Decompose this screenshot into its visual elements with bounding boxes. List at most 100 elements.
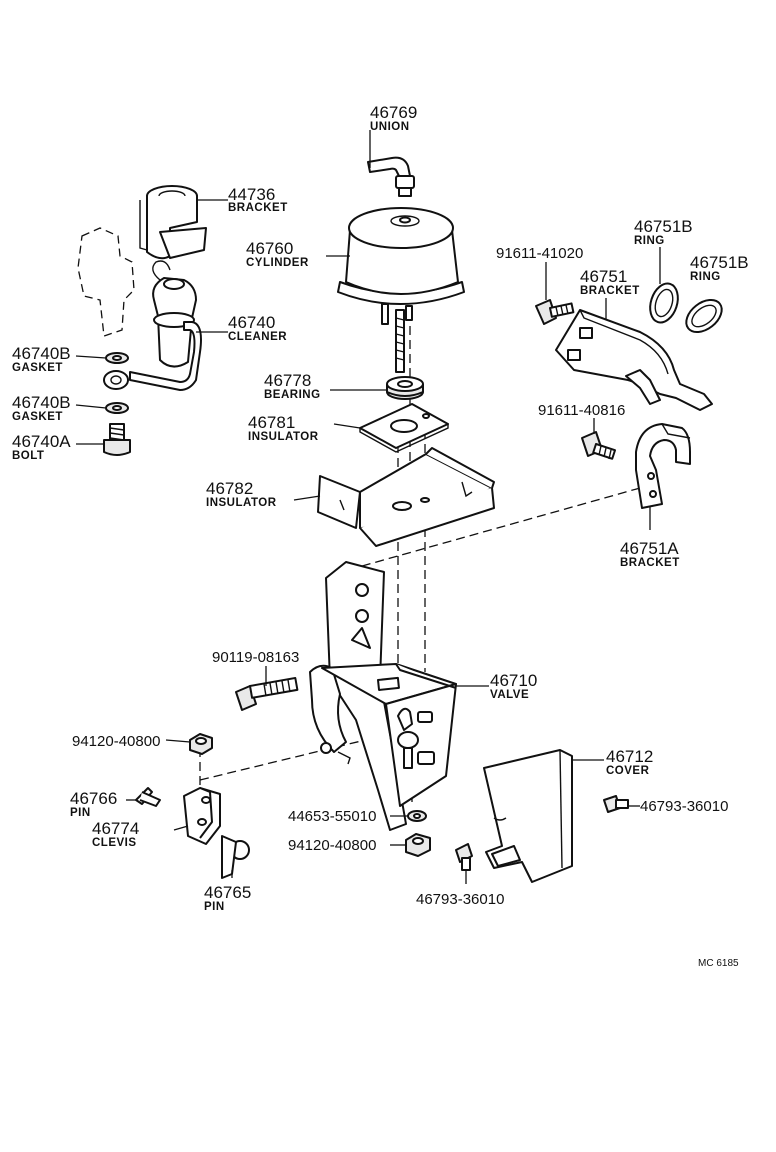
leader-lines: [75, 130, 661, 884]
part-number: 46751B: [690, 253, 749, 272]
bearing-part: [386, 376, 424, 400]
nut-94120-a-part: [189, 733, 213, 755]
part-name: PIN: [70, 807, 91, 819]
part-number: 44736: [228, 185, 275, 204]
engine-outline: [77, 227, 135, 337]
callout-bolt-91611-41020: 91611-41020: [496, 245, 583, 262]
part-name: UNION: [370, 121, 410, 133]
part-name: PIN: [204, 901, 225, 913]
callout-nut-94120-a: 94120-40800: [72, 733, 160, 750]
part-name: BOLT: [12, 450, 44, 462]
part-number: 46710: [490, 671, 537, 690]
callout-gasket-2: 46740B GASKET: [12, 393, 71, 423]
callout-valve: 46710 VALVE: [490, 671, 537, 701]
callout-clevis: 46774 CLEVIS: [92, 819, 139, 849]
callout-cylinder: 46760 CYLINDER: [246, 239, 309, 269]
part-number: 46778: [264, 371, 311, 390]
part-number: 94120-40800: [288, 837, 376, 854]
callout-insulator-46782: 46782 INSULATOR: [206, 479, 277, 509]
part-name: CLEANER: [228, 331, 287, 343]
bolt-91611-40816-part: [581, 431, 617, 460]
callout-bracket-46751: 46751 BRACKET: [580, 267, 640, 297]
cleaner-part: [103, 260, 202, 391]
bracket-46751-part: [555, 309, 713, 411]
bolt-90119-part: [235, 677, 299, 711]
part-number: 46793-36010: [640, 798, 728, 815]
callout-bolt: 46740A BOLT: [12, 432, 71, 462]
alignment-line: [354, 487, 641, 569]
callout-ring-1: 46751B RING: [634, 217, 693, 247]
part-name: GASKET: [12, 411, 63, 423]
part-number: 46766: [70, 789, 117, 808]
callout-gasket-1: 46740B GASKET: [12, 344, 71, 374]
part-number: 91611-40816: [538, 402, 625, 419]
clevis-part: [183, 787, 221, 845]
callout-pin-46765: 46765 PIN: [204, 883, 251, 913]
callout-screw-46793-a: 46793-36010: [640, 798, 728, 815]
part-number: 46769: [370, 103, 417, 122]
part-name: BRACKET: [228, 202, 288, 214]
part-name: RING: [690, 271, 721, 283]
valve-part: [309, 561, 457, 831]
part-name: COVER: [606, 765, 650, 777]
part-number: 44653-55010: [288, 808, 376, 825]
ring-2-part: [685, 298, 723, 334]
screw-46793-b-part: [455, 843, 473, 871]
gasket-1-part: [105, 352, 129, 364]
part-number: 94120-40800: [72, 733, 160, 750]
bracket-46751a-part: [635, 423, 691, 509]
screw-46793-a-part: [603, 795, 629, 813]
part-name: VALVE: [490, 689, 529, 701]
callout-ring-2: 46751B RING: [690, 253, 749, 283]
callout-union: 46769 UNION: [370, 103, 417, 133]
part-number: 46782: [206, 479, 253, 498]
callout-nut-94120-b: 94120-40800: [288, 837, 376, 854]
part-number: 46765: [204, 883, 251, 902]
part-number: 46774: [92, 819, 139, 838]
callout-bracket-44736: 44736 BRACKET: [228, 185, 288, 214]
part-name: RING: [634, 235, 665, 247]
part-number: 46740: [228, 313, 275, 332]
callout-insulator-46781: 46781 INSULATOR: [248, 413, 319, 443]
callout-screw-46793-b: 46793-36010: [416, 891, 504, 908]
part-number: 46740A: [12, 432, 71, 451]
cylinder-part: [337, 207, 465, 373]
part-number: 46781: [248, 413, 295, 432]
callout-washer-44653: 44653-55010: [288, 808, 376, 825]
part-number: 46740B: [12, 393, 71, 412]
part-name: BRACKET: [620, 557, 680, 569]
callout-bolt-91611-40816: 91611-40816: [538, 402, 625, 419]
part-name: BEARING: [264, 389, 321, 401]
bolt-91611-41020-part: [535, 299, 575, 325]
part-name: CYLINDER: [246, 257, 309, 269]
part-number: 46751: [580, 267, 627, 286]
diagram-code: MC 6185: [698, 958, 739, 969]
insulator-46781-part: [359, 403, 449, 453]
washer-44653-part: [407, 810, 427, 822]
part-number: 91611-41020: [496, 245, 583, 262]
callout-cover: 46712 COVER: [606, 747, 653, 777]
bracket-44736-part: [139, 185, 207, 260]
part-name: GASKET: [12, 362, 63, 374]
nut-94120-b-part: [405, 833, 431, 857]
callout-bolt-90119: 90119-08163: [212, 649, 299, 666]
callout-pin-46766: 46766 PIN: [70, 789, 117, 819]
pin-46766-part: [135, 787, 161, 807]
part-name: INSULATOR: [206, 497, 277, 509]
pin-46765-part: [221, 835, 250, 879]
part-name: INSULATOR: [248, 431, 319, 443]
part-number: 46740B: [12, 344, 71, 363]
gasket-2-part: [105, 402, 129, 414]
ring-1-part: [649, 282, 679, 324]
union-part: [367, 156, 415, 197]
part-number: 90119-08163: [212, 649, 299, 666]
part-number: 46751B: [634, 217, 693, 236]
part-name: BRACKET: [580, 285, 640, 297]
part-number: 46793-36010: [416, 891, 504, 908]
cover-part: [483, 749, 573, 883]
part-number: 46712: [606, 747, 653, 766]
part-name: CLEVIS: [92, 837, 137, 849]
part-number: 46751A: [620, 539, 679, 558]
